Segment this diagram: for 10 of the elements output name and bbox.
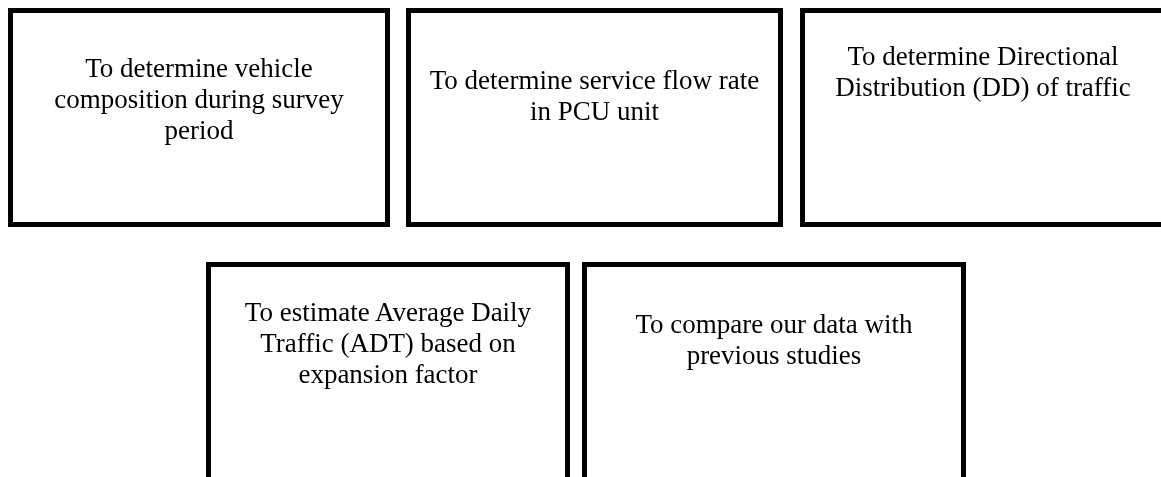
text-box [800,8,1161,227]
objective-text: To determine Directional Distribution (DD) of traffic [834,41,1132,103]
objective-text: To determine vehicle composition during survey period [53,53,345,146]
text-box [8,8,390,227]
objective-text: To estimate Average Daily Traffic (ADT) based on expansion factor [243,297,533,390]
text-box [406,8,783,227]
objective-text: To compare our data with previous studies [634,309,914,371]
objective-text: To determine service flow rate in PCU unit [428,65,761,127]
text-box [582,262,966,477]
text-box [206,262,570,477]
